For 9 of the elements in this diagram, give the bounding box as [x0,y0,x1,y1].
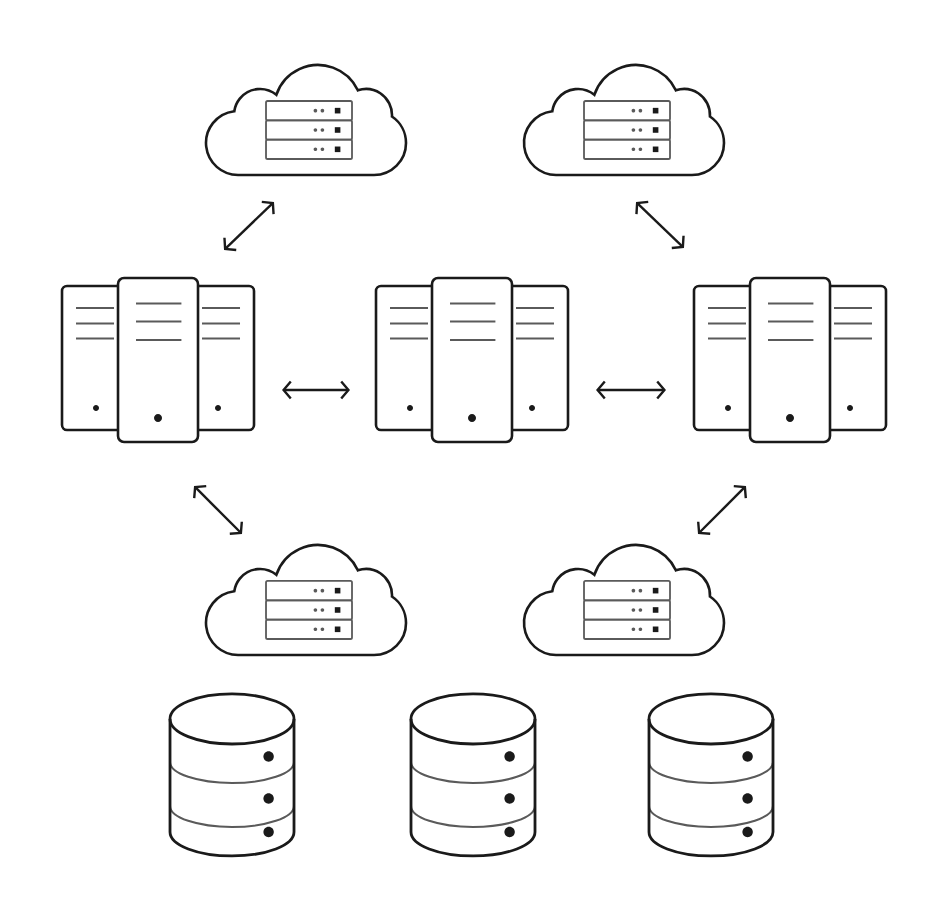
double-arrow [282,380,350,400]
double-arrow [635,200,685,250]
database-cylinder [168,692,296,858]
database-cylinder [647,692,775,858]
double-arrow [193,484,243,535]
database-cylinder [409,692,537,858]
double-arrow [223,200,275,252]
double-arrow [596,380,666,400]
double-arrow [697,484,747,535]
